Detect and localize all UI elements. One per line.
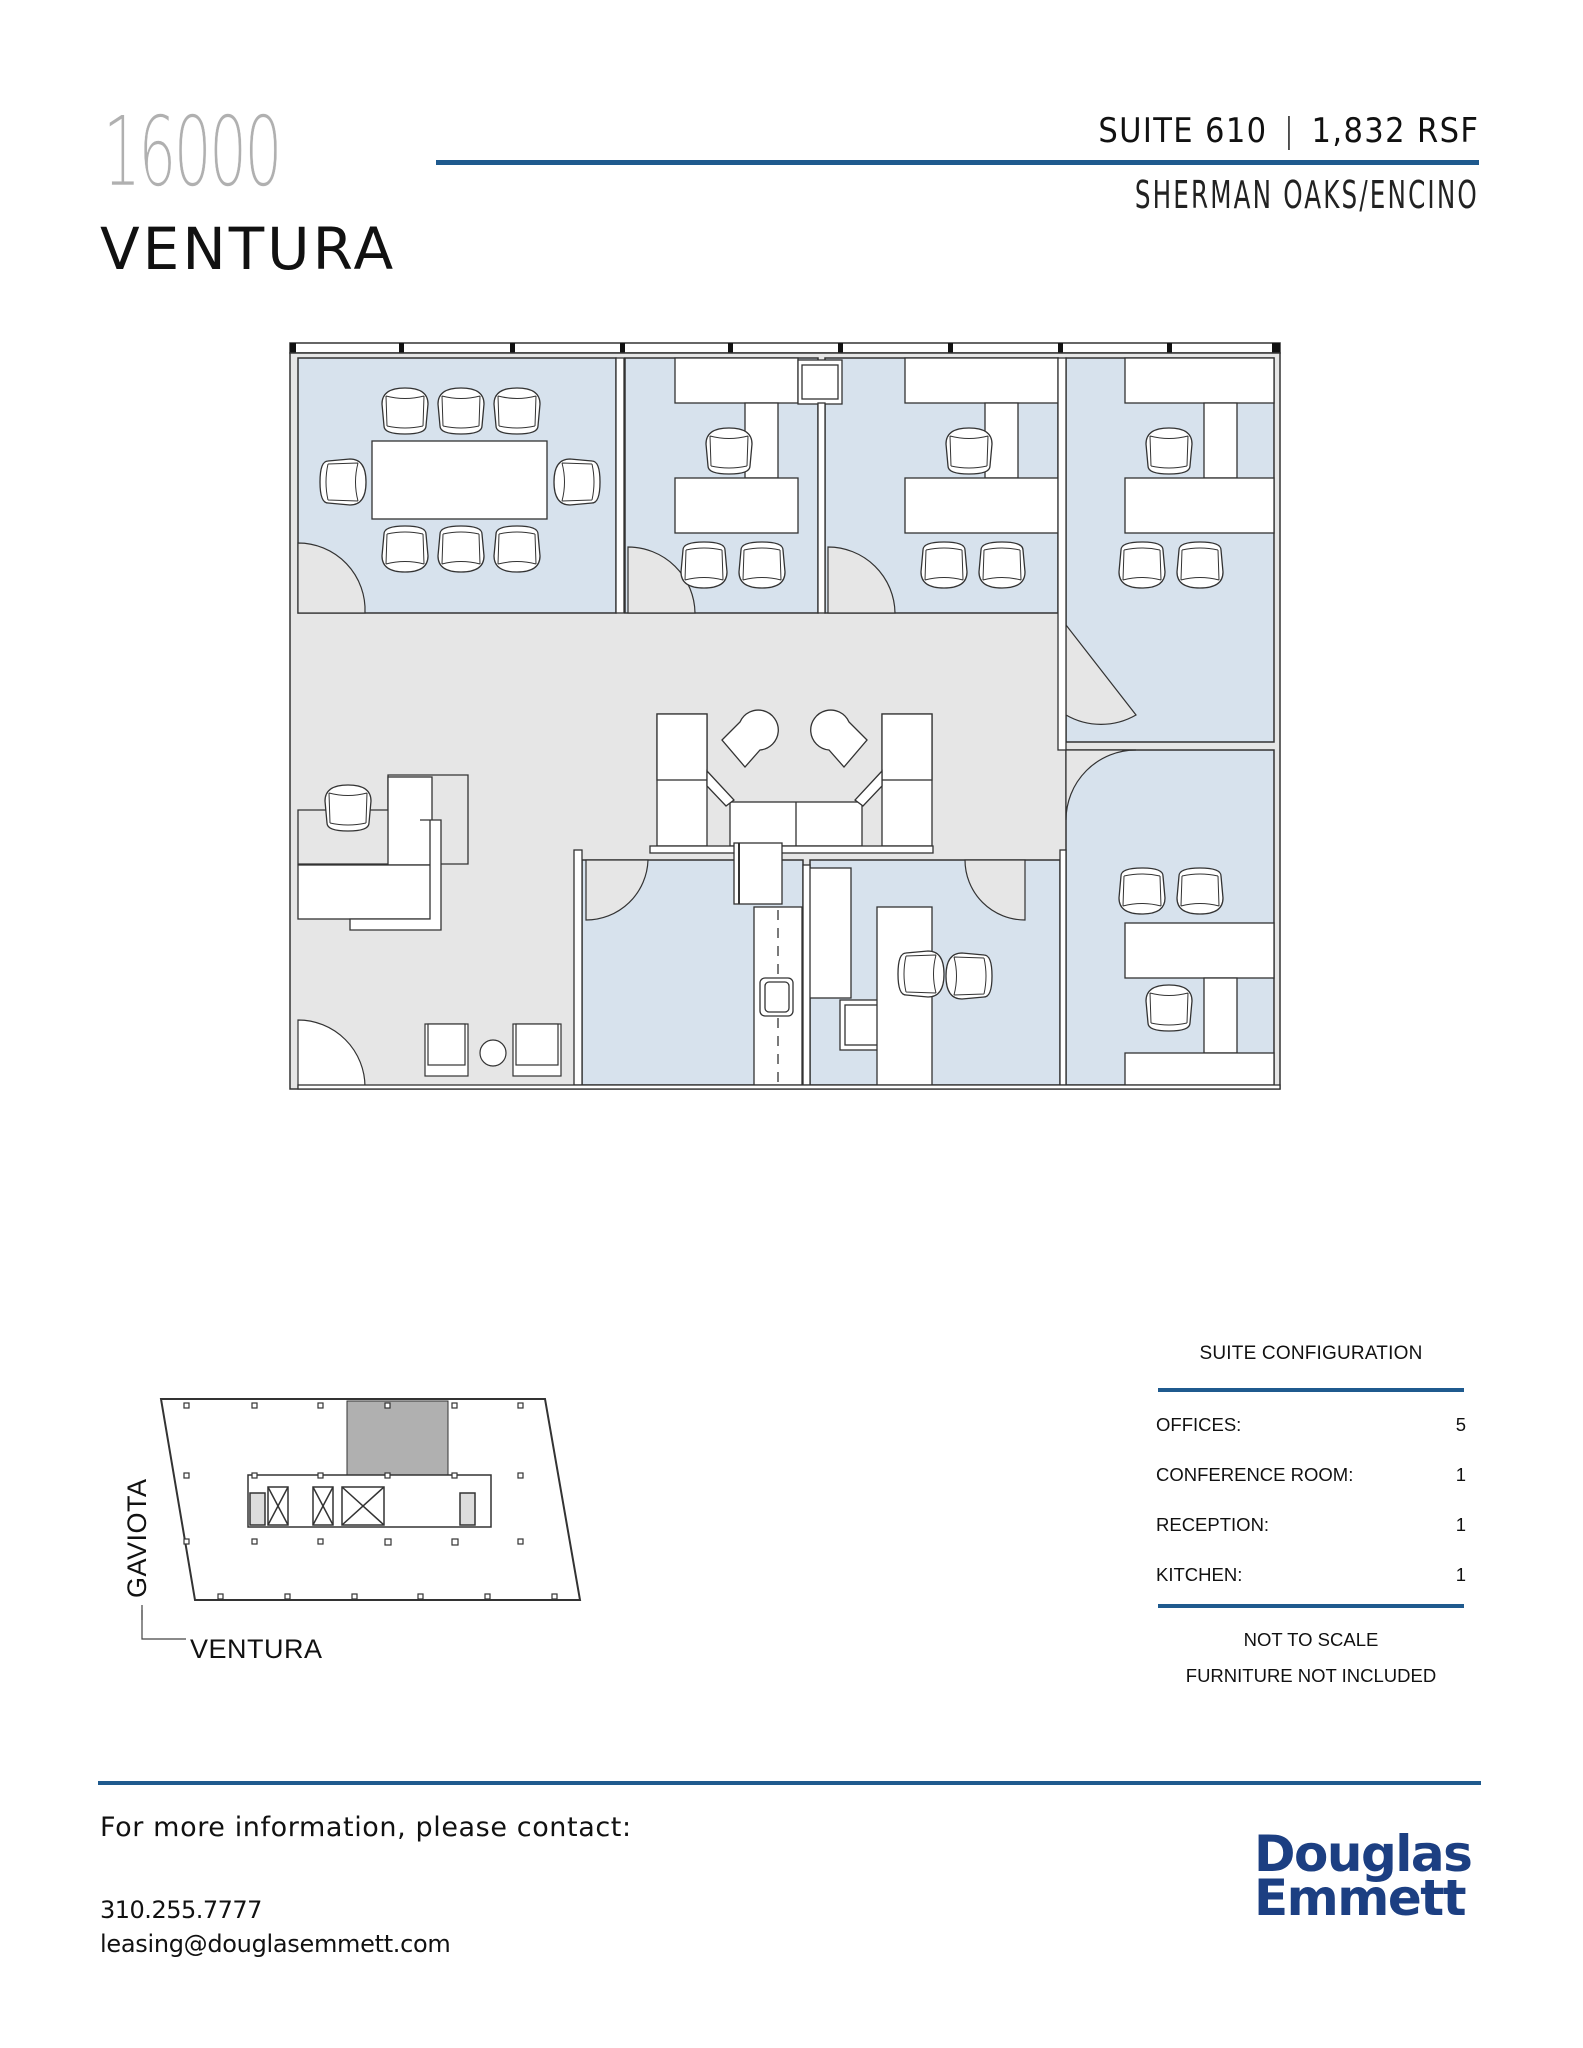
logo-line-1: Douglas: [1254, 1825, 1473, 1883]
config-value: 5: [1455, 1414, 1466, 1435]
config-label: OFFICES:: [1156, 1414, 1242, 1435]
contact-email-link[interactable]: leasing@douglasemmett.com: [100, 1930, 451, 1958]
street-corner-marker: [141, 1605, 186, 1640]
config-label: KITCHEN:: [1156, 1564, 1243, 1585]
contact-heading: For more information, please contact:: [100, 1812, 632, 1843]
building-street: VENTURA: [100, 215, 397, 283]
config-label: CONFERENCE ROOM:: [1156, 1464, 1354, 1485]
config-top-rule: [1158, 1388, 1464, 1392]
config-bottom-rule: [1158, 1604, 1464, 1608]
footer-rule: [98, 1781, 1481, 1785]
config-title: SUITE CONFIGURATION: [1199, 1343, 1423, 1364]
building-number: 16000: [103, 96, 283, 208]
config-value: 1: [1455, 1464, 1466, 1485]
suite-area: 1,832 RSF: [1311, 111, 1479, 151]
config-row-conference: CONFERENCE ROOM: 1: [1156, 1450, 1466, 1500]
floor-plan: [289, 342, 1281, 1090]
street-label-ventura: VENTURA: [190, 1634, 323, 1664]
config-value: 1: [1455, 1564, 1466, 1585]
header-rule: [436, 160, 1479, 165]
config-row-offices: OFFICES: 5: [1156, 1400, 1466, 1450]
separator: |: [1283, 111, 1296, 151]
note-furniture: FURNITURE NOT INCLUDED: [1185, 1665, 1437, 1686]
logo-line-2: Emmett: [1254, 1869, 1467, 1927]
suite-info: SUITE 610 | 1,832 RSF: [1098, 114, 1479, 148]
street-label-gaviota: GAVIOTA: [122, 1478, 152, 1598]
suite-number: SUITE 610: [1098, 111, 1268, 151]
config-row-reception: RECEPTION: 1: [1156, 1500, 1466, 1550]
contact-phone-link[interactable]: 310.255.7777: [100, 1896, 262, 1924]
submarket: SHERMAN OAKS/ENCINO: [1134, 173, 1479, 217]
suite-location-highlight: [346, 1400, 449, 1476]
config-value: 1: [1455, 1514, 1466, 1535]
suite-configuration: SUITE CONFIGURATION OFFICES: 5 CONFERENCE…: [1156, 1336, 1466, 1694]
config-row-kitchen: KITCHEN: 1: [1156, 1550, 1466, 1600]
config-label: RECEPTION:: [1156, 1514, 1270, 1535]
key-plan: [141, 1398, 582, 1620]
note-not-to-scale: NOT TO SCALE: [1243, 1629, 1379, 1650]
douglas-emmett-logo: Douglas Emmett: [1254, 1825, 1473, 1927]
